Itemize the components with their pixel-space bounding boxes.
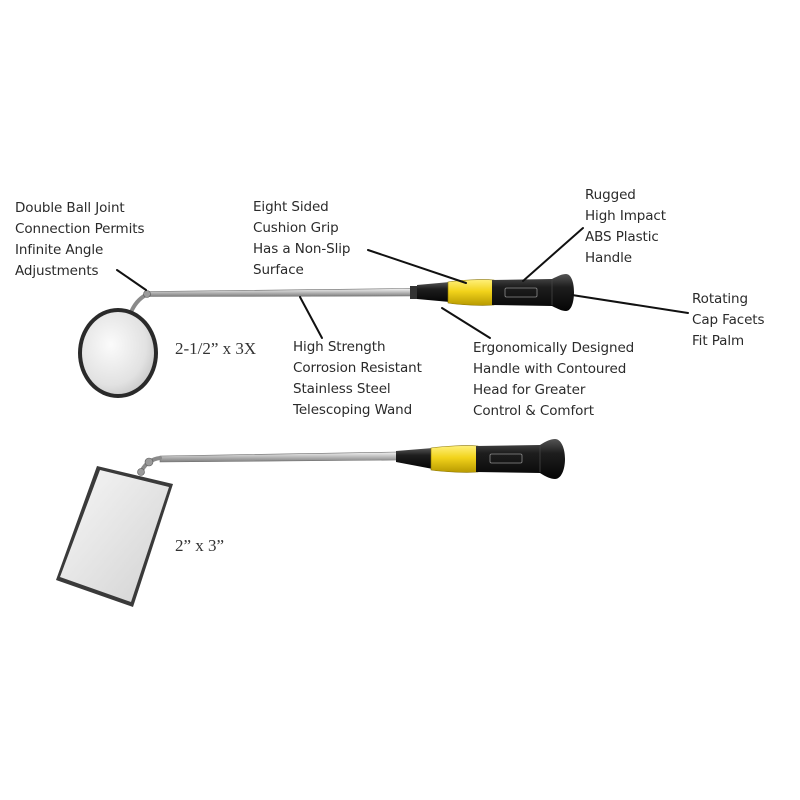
leader-cushion-grip <box>367 249 467 284</box>
leader-rotating-cap <box>571 294 689 314</box>
callout-rotating-cap: Rotating Cap Facets Fit Palm <box>692 291 765 349</box>
round-mirror-glass <box>82 312 154 394</box>
handle-collar <box>410 286 419 299</box>
leader-ergonomic <box>441 307 491 339</box>
telescoping-wand <box>159 451 399 463</box>
telescoping-wand <box>147 288 413 297</box>
ball-joint-knuckle <box>143 290 151 298</box>
cushion-grip <box>430 445 479 473</box>
ball-joint-knuckle <box>144 457 154 467</box>
leader-abs-handle <box>522 227 584 282</box>
callout-abs-handle: Rugged High Impact ABS Plastic Handle <box>585 187 666 266</box>
handle-nose <box>396 448 433 469</box>
rectangular-mirror-tool <box>56 439 565 607</box>
handle-brand-plate <box>504 287 538 298</box>
rect-mirror-size-label: 2” x 3” <box>175 536 225 555</box>
round-mirror-size-label: 2-1/2” x 3X <box>175 339 257 358</box>
rect-mirror-glass <box>60 470 169 602</box>
abs-handle <box>492 274 574 311</box>
callout-cushion-grip: Eight Sided Cushion Grip Has a Non-Slip … <box>253 199 351 278</box>
round-mirror-tool <box>78 274 574 398</box>
leader-ball-joint <box>116 269 147 291</box>
handle-brand-plate <box>489 453 523 464</box>
cushion-grip <box>447 279 495 306</box>
leader-wand <box>299 296 323 339</box>
callout-ergonomic: Ergonomically Designed Handle with Conto… <box>473 340 635 419</box>
handle-nose <box>417 282 450 302</box>
abs-handle <box>476 439 565 479</box>
callout-wand: High Strength Corrosion Resistant Stainl… <box>293 339 422 418</box>
callout-ball-joint: Double Ball Joint Connection Permits Inf… <box>15 200 145 279</box>
leader-lines <box>116 227 689 339</box>
ball-joint-knuckle <box>137 468 145 476</box>
